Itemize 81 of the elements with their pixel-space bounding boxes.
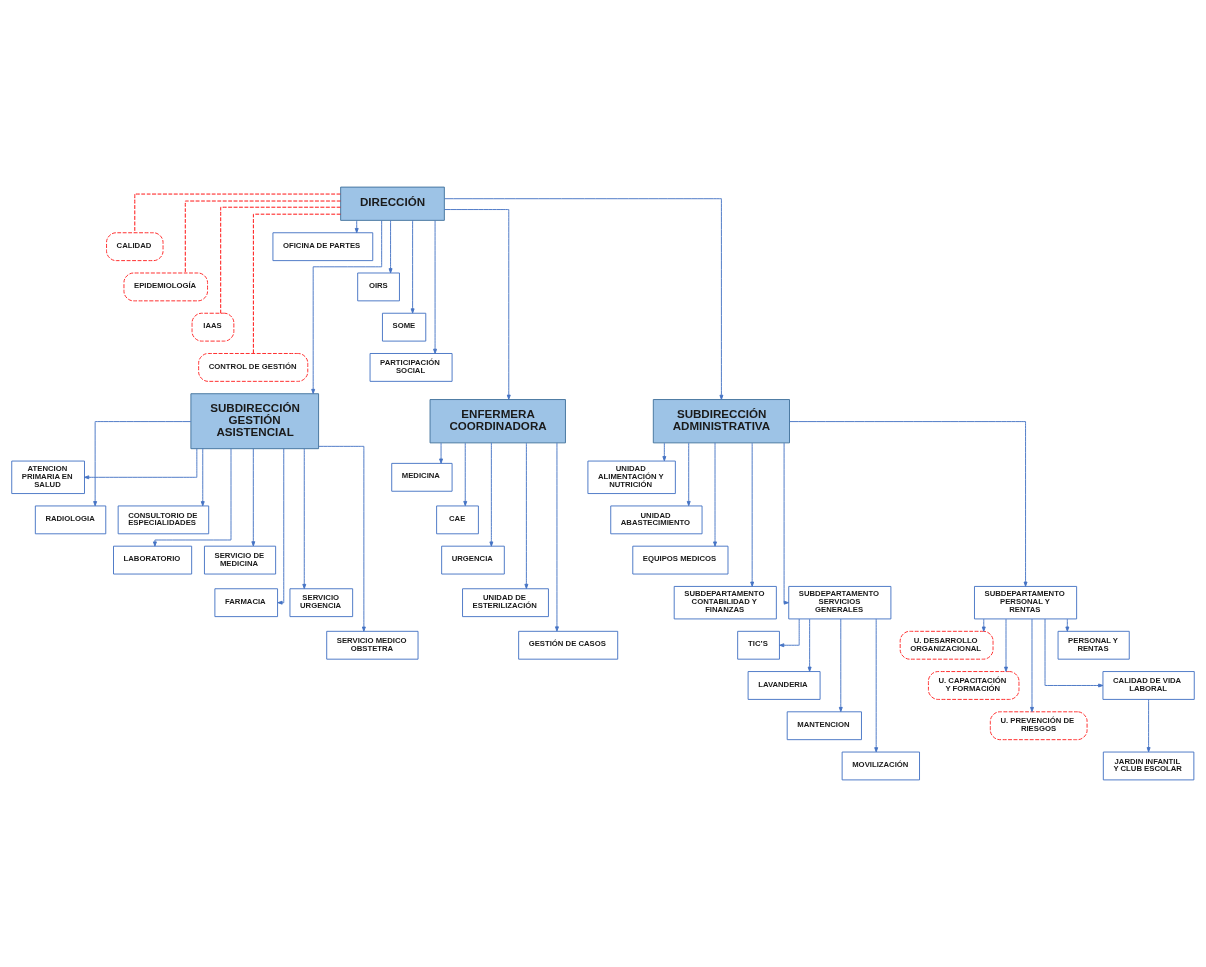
arrow — [555, 442, 559, 632]
node-box: CALIDAD DE VIDA LABORAL — [1102, 671, 1195, 700]
node-box: SUBDEPARTAMENTO CONTABILIDAD Y FINANZAS — [673, 585, 777, 620]
node-box: PERSONAL Y RENTAS — [1057, 630, 1130, 660]
node-box: UNIDAD ABASTECIMIENTO — [610, 505, 703, 535]
node-box: LABORATORIO — [113, 545, 193, 575]
node-box: EQUIPOS MEDICOS — [632, 545, 729, 575]
node-box: RADIOLOGIA — [34, 505, 107, 535]
node-box: DIRECCIÓN — [340, 186, 445, 221]
node-box: GESTIÓN DE CASOS — [518, 630, 619, 660]
node-box: MEDICINA — [391, 462, 453, 492]
arrow — [807, 618, 812, 672]
node-box: SUBDEPARTAMENTO SERVICIOS GENERALES — [788, 585, 892, 620]
node-box: U. DESARROLLO ORGANIZACIONAL — [899, 630, 994, 660]
arrow — [838, 618, 843, 713]
node-box: EPIDEMIOLOGÍA — [123, 272, 208, 302]
arrow — [874, 618, 879, 753]
connector — [184, 200, 341, 274]
arrow — [463, 442, 468, 507]
arrow — [981, 618, 986, 632]
arrow — [1065, 618, 1070, 632]
arrow — [277, 448, 285, 605]
arrow — [410, 219, 415, 314]
arrow — [318, 445, 366, 632]
arrow — [1044, 618, 1104, 688]
arrow — [251, 448, 256, 547]
node-box: SUBDIRECCIÓN GESTIÓN ASISTENCIAL — [190, 393, 320, 450]
node-box: TIC’S — [737, 630, 780, 660]
node-box: CAE — [436, 505, 479, 535]
arrow — [524, 442, 529, 589]
arrow — [686, 442, 691, 507]
arrow — [444, 198, 724, 400]
arrow — [93, 421, 192, 507]
node-box: FARMACIA — [214, 588, 279, 618]
node-box: SERVICIO MEDICO OBSTETRA — [326, 630, 419, 660]
node-box: SERVICIO DE MEDICINA — [203, 545, 277, 575]
connector — [220, 206, 341, 314]
arrow — [439, 442, 443, 464]
node-box: CONSULTORIO DE ESPECIALIDADES — [117, 505, 210, 535]
arrow — [783, 442, 789, 605]
node-box: ATENCION PRIMARIA EN SALUD — [11, 460, 85, 495]
arrow — [200, 448, 205, 507]
arrow — [662, 442, 667, 462]
node-box: U. PREVENCIÓN DE RIESGOS — [989, 711, 1088, 741]
connector — [252, 213, 341, 354]
node-box: OIRS — [357, 272, 400, 302]
arrow — [789, 421, 1028, 587]
arrow — [354, 220, 359, 234]
node-box: CALIDAD — [106, 232, 164, 262]
node-box: SOME — [381, 312, 427, 342]
arrow — [1030, 618, 1034, 713]
arrow — [302, 448, 307, 590]
node-box: U. CAPACITACIÓN Y FORMACIÓN — [927, 671, 1020, 700]
arrow — [388, 220, 393, 274]
node-box: PARTICIPACIÓN SOCIAL — [369, 353, 453, 382]
node-box: UNIDAD DE ESTERILIZACIÓN — [462, 588, 549, 618]
node-box: SERVICIO URGENCIA — [289, 588, 354, 618]
arrow — [489, 442, 494, 547]
arrow — [84, 448, 198, 480]
node-box: URGENCIA — [441, 545, 505, 575]
node-box: CONTROL DE GESTIÓN — [198, 353, 309, 382]
arrow — [311, 220, 383, 395]
node-box: JARDIN INFANTIL Y CLUB ESCOLAR — [1102, 751, 1195, 781]
arrow — [1146, 699, 1151, 753]
arrow — [779, 618, 800, 648]
arrow — [713, 442, 717, 547]
node-box: IAAS — [191, 312, 235, 342]
node-box: OFICINA DE PARTES — [272, 232, 374, 262]
arrow — [750, 442, 755, 587]
node-box: SUBDIRECCIÓN ADMINISTRATIVA — [652, 399, 790, 444]
node-box: ENFERMERA COORDINADORA — [429, 399, 566, 444]
connector — [134, 193, 341, 234]
node-box: MANTENCION — [786, 711, 862, 741]
node-box: SUBDEPARTAMENTO PERSONAL Y RENTAS — [974, 585, 1078, 620]
arrow — [1004, 618, 1008, 672]
arrow — [433, 220, 438, 354]
arrow — [152, 448, 232, 547]
arrow — [444, 209, 511, 400]
node-box: UNIDAD ALIMENTACIÓN Y NUTRICIÓN — [587, 460, 676, 495]
node-box: LAVANDERIA — [747, 671, 821, 700]
node-box: MOVILIZACIÓN — [841, 751, 920, 781]
